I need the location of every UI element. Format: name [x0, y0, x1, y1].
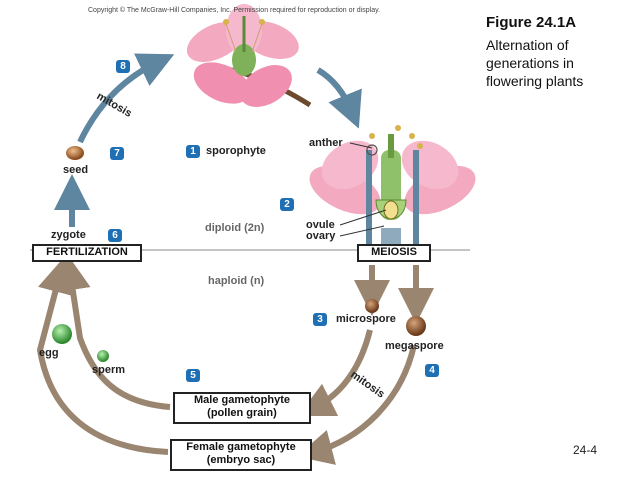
step-badge-6: 6	[108, 229, 122, 242]
male-gametophyte-line1: Male gametophyte	[194, 394, 290, 406]
step-badge-1: 1	[186, 145, 200, 158]
meiosis-box: MEIOSIS	[357, 244, 431, 262]
anther-label: anther	[309, 137, 343, 149]
step-badge-5: 5	[186, 369, 200, 382]
fertilization-box: FERTILIZATION	[32, 244, 142, 262]
egg-illustration	[52, 324, 72, 344]
zygote-label: zygote	[51, 229, 86, 241]
female-gametophyte-line2: (embryo sac)	[206, 454, 276, 466]
step-badge-4: 4	[425, 364, 439, 377]
sperm-illustration	[97, 350, 109, 362]
step-badge-3: 3	[313, 313, 327, 326]
egg-label: egg	[39, 347, 59, 359]
arrow-sporophyte-to-flower	[316, 67, 362, 129]
diploid-label: diploid (2n)	[205, 222, 265, 234]
ovary-label: ovary	[306, 230, 336, 242]
mitosis-label-right: mitosis	[348, 369, 386, 401]
male-gametophyte-box: Male gametophyte (pollen grain)	[173, 392, 311, 424]
step-badge-2: 2	[280, 198, 294, 211]
arrow-male-to-fertilization	[54, 254, 171, 410]
male-gametophyte-line2: (pollen grain)	[207, 407, 277, 419]
figure-subtitle: Alternation of generations in flowering …	[486, 37, 584, 89]
flower-cross-section-illustration	[309, 125, 476, 250]
arrow-megaspore-to-female	[296, 344, 417, 465]
microspore-label: microspore	[336, 313, 396, 325]
arrow-microspore-to-male	[297, 329, 373, 417]
step-badge-8: 8	[116, 60, 130, 73]
megaspore-label: megaspore	[385, 340, 444, 352]
seed-illustration	[66, 146, 84, 160]
sporophyte-flower-illustration	[186, 4, 312, 108]
microspore-illustration	[365, 299, 379, 313]
arrow-female-to-fertilization	[36, 256, 169, 455]
copyright-notice: Copyright © The McGraw-Hill Companies, I…	[88, 7, 381, 14]
ovule-label: ovule	[306, 219, 335, 231]
figure-title: Figure 24.1A	[486, 14, 577, 31]
sperm-label: sperm	[92, 364, 126, 376]
haploid-label: haploid (n)	[208, 275, 265, 287]
step-badge-7: 7	[110, 147, 124, 160]
page-number: 24-4	[573, 443, 598, 457]
female-gametophyte-line1: Female gametophyte	[186, 441, 296, 453]
sporophyte-label: sporophyte	[206, 145, 266, 157]
arrow-seed-to-sporophyte	[77, 53, 175, 144]
megaspore-illustration	[406, 316, 426, 336]
seed-label: seed	[63, 164, 89, 176]
female-gametophyte-box: Female gametophyte (embryo sac)	[170, 439, 312, 471]
